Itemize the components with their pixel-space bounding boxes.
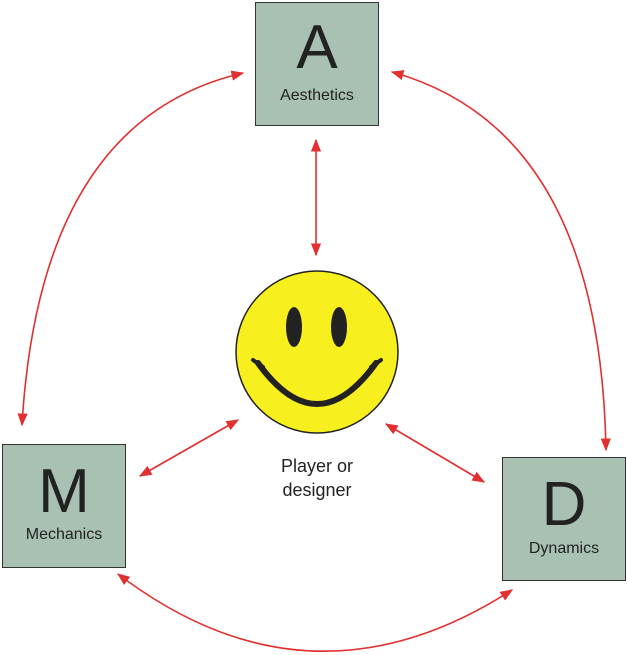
node-dynamics-label: Dynamics bbox=[528, 540, 600, 557]
node-aesthetics-letter: A bbox=[296, 13, 338, 82]
node-mechanics-label: Mechanics bbox=[25, 526, 103, 543]
node-aesthetics: A Aesthetics bbox=[255, 2, 379, 126]
node-mechanics: M Mechanics bbox=[2, 444, 126, 568]
arc-mechanics-dynamics bbox=[116, 573, 514, 652]
arrow-center-dynamics bbox=[384, 423, 486, 483]
center-label-line1: Player or bbox=[280, 456, 354, 476]
arrow-center-mechanics bbox=[138, 419, 240, 477]
center-label: Player or designer bbox=[236, 454, 398, 502]
node-dynamics-letter: D bbox=[541, 470, 587, 539]
arc-aesthetics-mechanics bbox=[17, 70, 245, 427]
node-aesthetics-label: Aesthetics bbox=[280, 87, 354, 104]
node-mechanics-letter: M bbox=[38, 457, 90, 526]
arc-aesthetics-dynamics bbox=[390, 70, 611, 452]
smiley-face-icon bbox=[235, 270, 399, 434]
node-dynamics: D Dynamics bbox=[502, 457, 626, 581]
center-label-line2: designer bbox=[282, 480, 352, 500]
